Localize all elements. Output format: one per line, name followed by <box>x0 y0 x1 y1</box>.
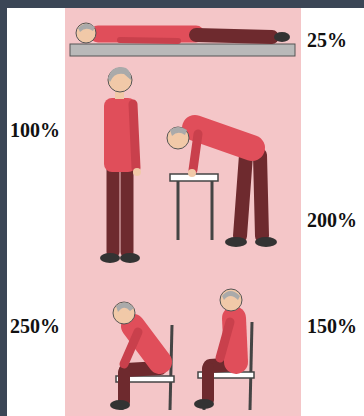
percent-label: 100% <box>10 120 60 140</box>
percent-label: 150% <box>307 316 357 336</box>
percent-label: 200% <box>307 210 357 230</box>
standing-figure <box>100 67 141 263</box>
frame-left <box>0 0 7 416</box>
percent-label: 250% <box>10 316 60 336</box>
lying-figure <box>70 23 295 56</box>
bending-figure <box>167 127 277 247</box>
frame-top <box>0 0 364 8</box>
sitting-leaning-figure <box>110 302 174 410</box>
pink-panel <box>65 8 301 416</box>
sitting-upright-figure <box>194 289 254 410</box>
percent-label: 25% <box>307 30 347 50</box>
